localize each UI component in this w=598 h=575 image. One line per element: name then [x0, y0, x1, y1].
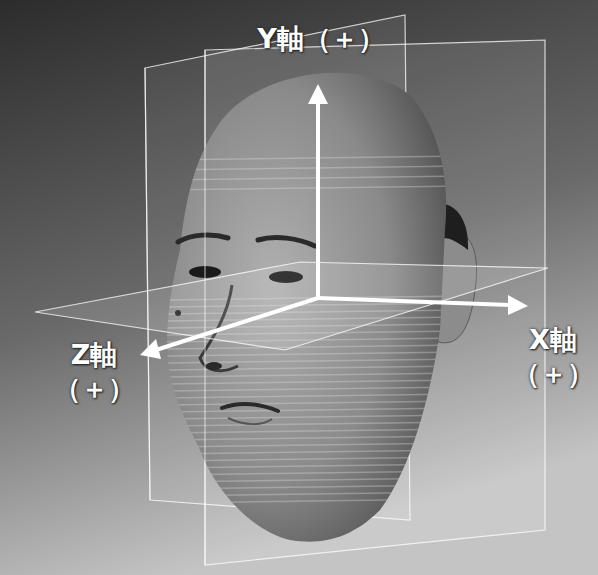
- xz-plane: [35, 262, 548, 350]
- coordinate-axes: [140, 84, 528, 359]
- axis-label: Y軸（＋）: [236, 22, 406, 56]
- axis-label: Z軸 （＋）: [52, 338, 136, 406]
- axis-label: X軸 （＋）: [512, 323, 594, 391]
